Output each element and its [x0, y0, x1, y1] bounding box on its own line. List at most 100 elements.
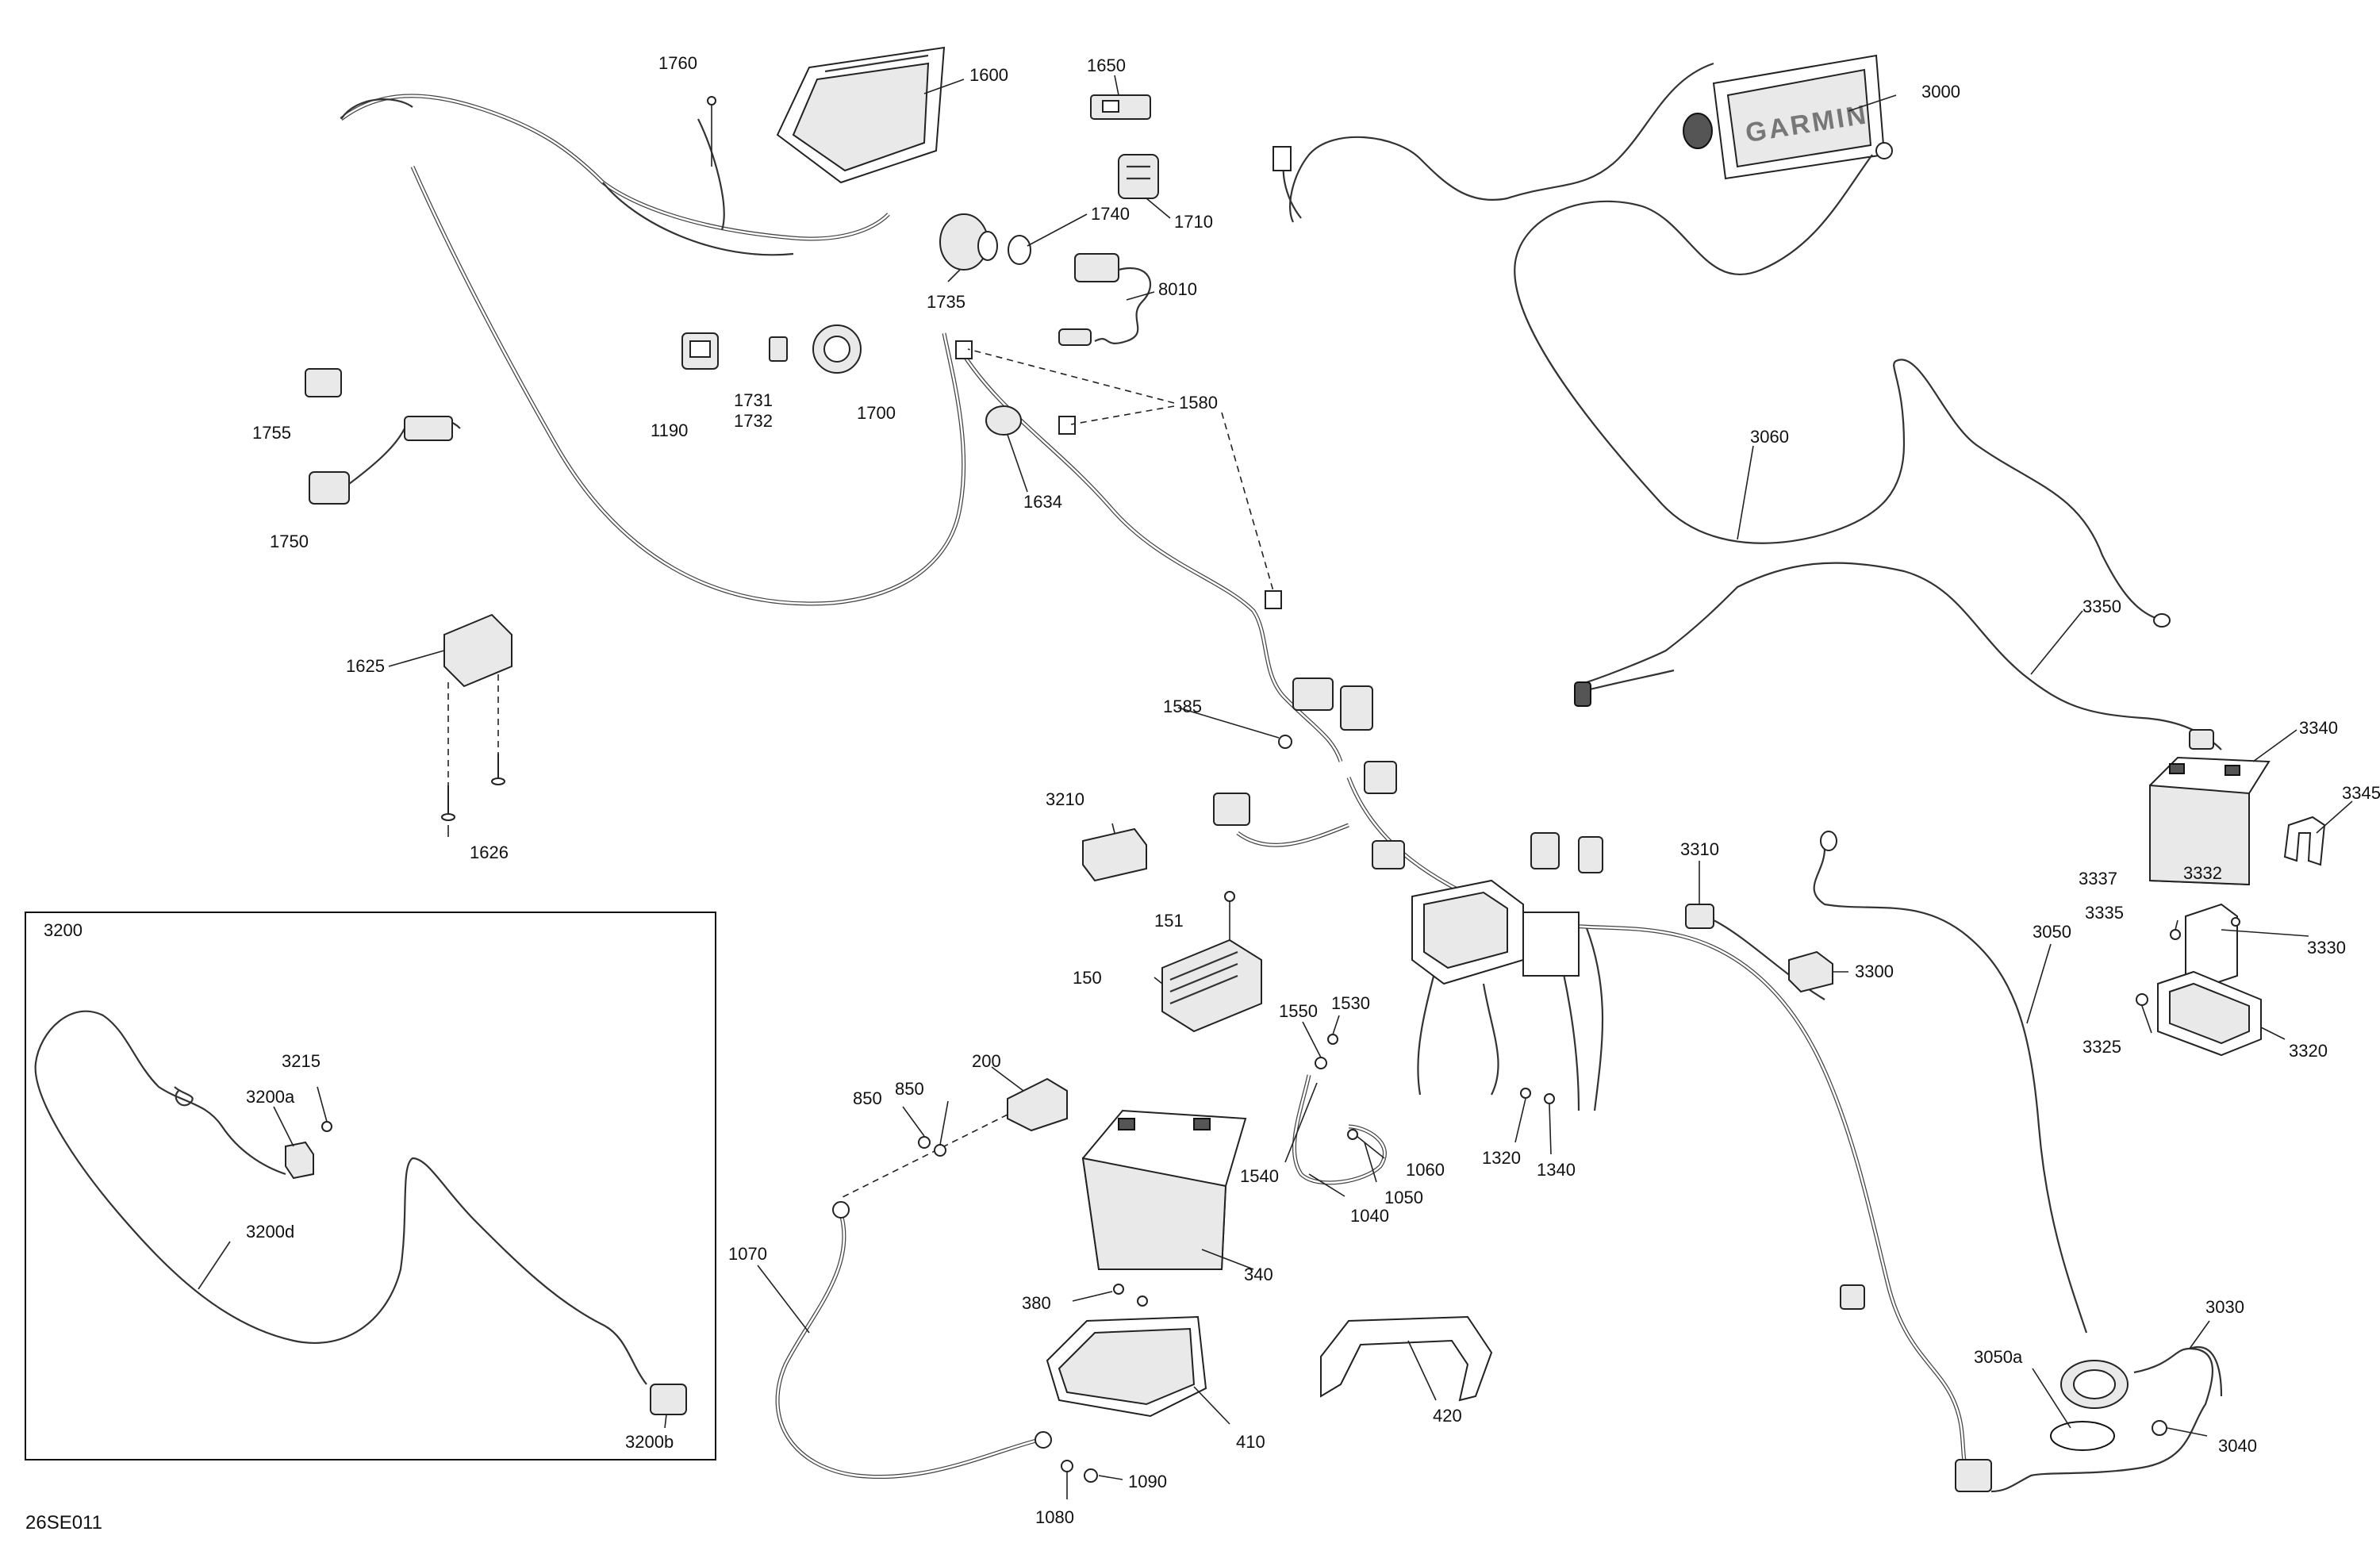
label-1050: 1050: [1384, 1188, 1423, 1207]
label-420: 420: [1433, 1406, 1462, 1426]
part-340-battery: [1081, 1109, 1247, 1270]
label-151: 151: [1154, 911, 1184, 931]
part-1625-module: [443, 613, 512, 785]
label-1732: 1732: [734, 411, 773, 431]
label-1731: 1731: [734, 390, 773, 410]
part-3345-strap: [2283, 816, 2326, 866]
part-1060-screw: [1347, 1129, 1358, 1140]
part-3000-cable: [1273, 62, 1714, 223]
label-3320: 3320: [2289, 1041, 2328, 1061]
label-3300: 3300: [1855, 961, 1894, 981]
part-200-solenoid: [840, 1077, 1068, 1199]
diagram-ref: 26SE011: [25, 1512, 102, 1533]
label-850b: 850: [895, 1079, 924, 1099]
label-1755: 1755: [252, 423, 291, 443]
part-3200b-connector: [650, 1384, 687, 1415]
label-1550: 1550: [1279, 1001, 1318, 1021]
part-1070-cable: [775, 1201, 1052, 1480]
part-1340-nut: [1544, 1093, 1555, 1104]
main-harness-upper: [340, 94, 966, 606]
label-1760: 1760: [658, 53, 697, 73]
label-3345: 3345: [2342, 783, 2380, 803]
inset-frame-3200: [25, 912, 716, 1460]
label-8010: 8010: [1158, 279, 1197, 299]
label-1080: 1080: [1035, 1507, 1074, 1527]
label-3200b: 3200b: [625, 1432, 674, 1452]
part-1650-connector: [1090, 94, 1151, 120]
label-1650: 1650: [1087, 56, 1126, 75]
part-3340-battery: [2149, 756, 2271, 886]
label-340: 340: [1244, 1265, 1273, 1284]
part-1530-screw: [1327, 1034, 1338, 1045]
part-3000-display: GARMIN: [1683, 54, 1886, 180]
part-3040-clip: [2152, 1420, 2167, 1436]
label-1340: 1340: [1537, 1160, 1576, 1180]
label-1600: 1600: [969, 65, 1008, 85]
label-3330: 3330: [2307, 938, 2346, 958]
label-850a: 850: [853, 1088, 882, 1108]
label-3050: 3050: [2033, 922, 2071, 942]
part-3030-cable: [1990, 1346, 2223, 1493]
label-3340: 3340: [2299, 718, 2338, 738]
part-1731-fuse: [769, 336, 788, 362]
label-3200a: 3200a: [246, 1087, 295, 1107]
leader-lines: [198, 75, 2353, 1499]
label-3335: 3335: [2085, 903, 2124, 923]
label-1710: 1710: [1174, 212, 1213, 232]
label-1585: 1585: [1163, 697, 1202, 716]
label-3030: 3030: [2205, 1297, 2244, 1317]
label-1626: 1626: [470, 843, 509, 862]
label-3000: 3000: [1921, 82, 1960, 102]
part-3350-cable: [1574, 562, 2222, 750]
part-1710-switch: [1118, 154, 1159, 199]
part-3200d-cable: [34, 1010, 647, 1385]
part-3325-nut: [2136, 993, 2148, 1006]
label-1580: 1580: [1179, 393, 1218, 413]
part-410-tray: [1046, 1315, 1207, 1418]
part-1040-ground-cable: [1292, 1074, 1387, 1185]
label-3332: 3332: [2183, 863, 2222, 883]
part-1580-clip: [955, 340, 1282, 609]
part-1755-connector: [305, 368, 342, 397]
label-3060: 3060: [1750, 427, 1789, 447]
part-1700-switch: [812, 324, 862, 374]
part-1634-socket: [985, 405, 1022, 436]
part-1585-screw: [1278, 735, 1292, 749]
label-3050a: 3050a: [1974, 1347, 2023, 1367]
part-labels: 1760 1600 1650 1740 1710 1735 8010 1580 …: [25, 53, 2380, 1533]
label-1070: 1070: [728, 1244, 767, 1264]
part-3060-cable: [1514, 142, 2171, 628]
part-420-strap: [1320, 1315, 1493, 1402]
label-1700: 1700: [857, 403, 896, 423]
label-3215: 3215: [282, 1051, 321, 1071]
part-1740-nut: [1008, 235, 1031, 265]
label-1060: 1060: [1406, 1160, 1445, 1180]
part-1320-screw: [1520, 1088, 1531, 1099]
label-1040: 1040: [1350, 1206, 1389, 1226]
inset-title: 3200: [44, 920, 83, 940]
part-3210-module: [1082, 827, 1147, 882]
part-3320-tray: [2157, 970, 2262, 1057]
label-3310: 3310: [1680, 839, 1719, 859]
label-1625: 1625: [346, 656, 385, 676]
part-3332-screw: [2231, 917, 2240, 927]
label-380: 380: [1022, 1293, 1051, 1313]
label-3325: 3325: [2082, 1037, 2121, 1057]
part-150-regulator: [1161, 938, 1262, 1033]
part-1626-screws: [441, 754, 505, 821]
part-harness-end-connector: [1840, 1284, 1992, 1492]
label-1530: 1530: [1331, 993, 1370, 1013]
label-1634: 1634: [1023, 492, 1062, 512]
part-1550-nut: [1315, 1057, 1327, 1069]
part-8010-key: [1058, 253, 1152, 346]
label-3350: 3350: [2082, 597, 2121, 616]
part-3300-bracket: [1788, 950, 1833, 993]
part-3050-cable: [1813, 831, 2088, 1334]
part-1735-key-switch: [939, 213, 998, 271]
part-1750-adapter: [309, 416, 461, 505]
part-fuse-box: [1411, 879, 1580, 985]
part-3050a-ring: [2050, 1360, 2129, 1451]
label-200: 200: [972, 1051, 1001, 1071]
label-3337: 3337: [2079, 869, 2117, 889]
